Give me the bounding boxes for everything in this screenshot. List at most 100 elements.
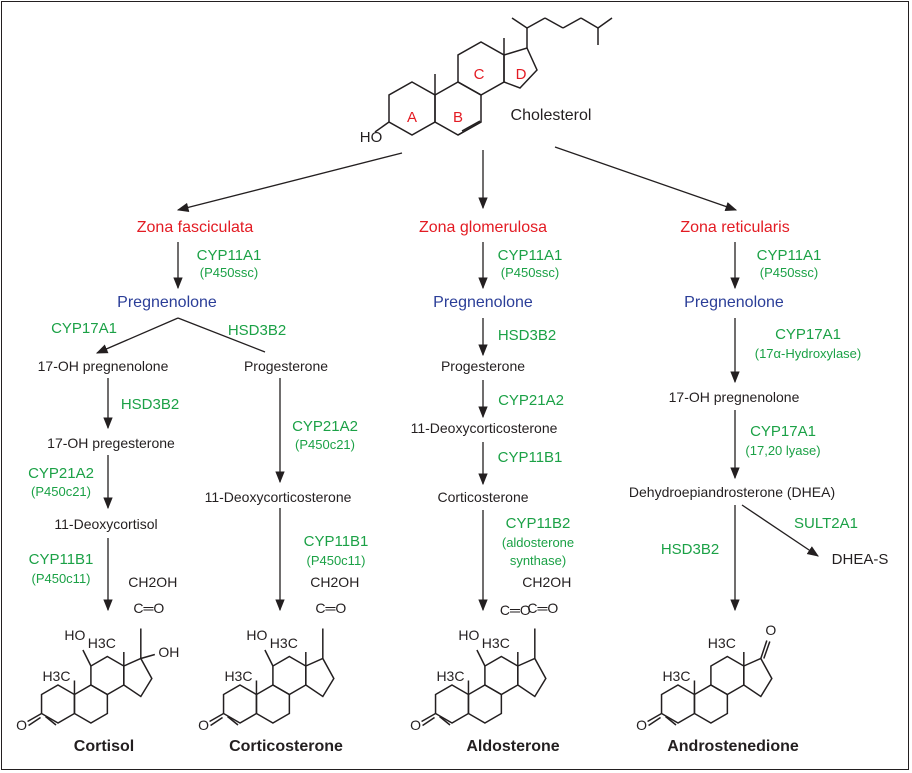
androstenedione-17-keto-bond-2: [763, 641, 771, 659]
glomerulosa-p450ssc: (P450ssc): [500, 265, 560, 280]
glomerulosa-cyp11a1: CYP11A1: [497, 247, 563, 264]
glomerulosa-hsd3b2: HSD3B2: [497, 327, 557, 344]
glomerulosa-progesterone: Progesterone: [440, 358, 526, 374]
cholesterol-ho-label: HO: [359, 129, 383, 146]
corticosterone-ring-b: [255, 684, 291, 724]
androstenedione-double-bond: [665, 715, 677, 726]
fasciculata-p450c21-left: (P450c21): [31, 484, 91, 499]
cortisol-17-oh: OH: [158, 643, 180, 660]
fasciculata-11-deoxycortisol: 11-Deoxycortisol: [54, 516, 158, 532]
fasciculata-p450c11-left: (P450c11): [31, 571, 91, 586]
aldosterone-ring-c: [484, 655, 519, 696]
reticularis-dhea: Dehydroepiandrosterone (DHEA): [628, 484, 836, 500]
androstenedione-ketone-bond-2: [648, 716, 661, 727]
cholesterol-structure: [374, 17, 613, 136]
fasciculata-cyp17a1: CYP17A1: [51, 320, 117, 337]
aldosterone-label: Aldosterone: [466, 738, 560, 755]
ring-c-label: C: [473, 66, 485, 83]
glomerulosa-pregnenolone: Pregnenolone: [433, 294, 533, 311]
corticosterone-carbonyl: C═O: [315, 599, 347, 616]
glomerulosa-cyp11b1: CYP11B1: [497, 449, 563, 466]
corticosterone-double-bond: [227, 715, 239, 726]
fasciculata-cyp21a2-right: CYP21A2: [292, 418, 358, 435]
corticosterone-11-ho: HO: [246, 627, 268, 643]
fasciculata-17oh-pregnenolone: 17-OH pregnenolone: [37, 358, 169, 374]
corticosterone-label: Corticosterone: [229, 738, 343, 755]
cortisol-ketone-bond: [27, 712, 42, 723]
aldosterone-ketone-bond: [421, 712, 436, 723]
reticularis-p450ssc: (P450ssc): [759, 265, 819, 280]
androstenedione-ketone-bond: [647, 712, 662, 723]
cortisol-11-ho: HO: [64, 627, 86, 643]
zona-fasciculata-title: Zona fasciculata: [136, 219, 254, 236]
fasciculata-hsd3b2-right: HSD3B2: [227, 322, 287, 339]
corticosterone-ring-c: [272, 655, 307, 696]
cholesterol-label: Cholesterol: [510, 107, 592, 124]
reticularis-17oh-pregnenolone: 17-OH pregnenolone: [668, 389, 800, 405]
fasciculata-cyp11b1-left: CYP11B1: [28, 551, 94, 568]
corticosterone-o-label: O: [198, 716, 209, 733]
fasciculata-17oh-pregesterone: 17-OH pregesterone: [47, 435, 175, 451]
cortisol-carbonyl: C═O: [133, 599, 165, 616]
fasciculata-pregnenolone: Pregnenolone: [117, 294, 217, 311]
product-structures: [27, 628, 773, 727]
cortisol-double-bond: [45, 715, 57, 726]
reticularis-cyp17a1-hydroxylase: CYP17A1: [775, 326, 841, 343]
androstenedione-17-keto-bond: [760, 640, 768, 659]
androstenedione-h3c-19: H3C: [662, 667, 691, 684]
cortisol-h3c-19: H3C: [42, 667, 71, 684]
cortisol-17-oh-bond: [140, 653, 156, 660]
androstenedione-o-label: O: [636, 716, 647, 733]
androstenedione-label: Androstenedione: [667, 738, 799, 755]
dhea-s-label: DHEA-S: [831, 551, 889, 568]
cortisol-label: Cortisol: [73, 738, 135, 755]
androstenedione-ring-b: [693, 684, 729, 724]
cortisol-ch2oh: CH2OH: [128, 573, 178, 590]
androstenedione-ring-d: [743, 657, 773, 698]
glomerulosa-aldosterone-synthase-1: (aldosterone: [501, 535, 575, 550]
ring-b-label: B: [452, 109, 464, 126]
glomerulosa-11-deoxycorticosterone: 11-Deoxycorticosterone: [410, 420, 558, 436]
corticosterone-h3c-19: H3C: [224, 667, 253, 684]
ring-a-label: A: [406, 109, 418, 126]
glomerulosa-cyp21a2: CYP21A2: [498, 392, 564, 409]
glomerulosa-cyp11b2: CYP11B2: [505, 515, 571, 532]
aldosterone-ch2oh: CH2OH: [522, 573, 572, 590]
fasciculata-11-deoxycorticosterone: 11-Deoxycorticosterone: [204, 489, 352, 505]
aldosterone-ring-d: [517, 657, 547, 698]
cortisol-ketone-bond-2: [28, 716, 41, 727]
cortisol-o-label: O: [16, 716, 27, 733]
corticosterone-ch2oh: CH2OH: [310, 573, 360, 590]
aldosterone-11-oh-bond: [476, 649, 486, 667]
fasciculata-hsd3b2-left: HSD3B2: [120, 396, 180, 413]
cortisol-h3c-18: H3C: [87, 635, 116, 651]
fasciculata-arrows: [95, 242, 285, 612]
reticularis-17a-hydroxylase: (17α-Hydroxylase): [754, 346, 862, 361]
aldosterone-o-label: O: [410, 716, 421, 733]
aldosterone-11-ho: HO: [458, 627, 480, 643]
aldosterone-h3c-19: H3C: [436, 667, 465, 684]
reticularis-sult2a1: SULT2A1: [794, 515, 858, 532]
fasciculata-p450ssc: (P450ssc): [199, 265, 259, 280]
aldosterone-ring-b: [467, 684, 503, 724]
cortisol-ring-d: [123, 657, 153, 698]
aldosterone-h3c-18: H3C: [481, 635, 510, 651]
corticosterone-ring-d: [305, 657, 335, 698]
fasciculata-progesterone: Progesterone: [243, 358, 329, 374]
aldosterone-ketone-bond-2: [422, 716, 435, 727]
aldosterone-carbonyl: C═O: [527, 599, 559, 616]
fasciculata-p450c21-right: (P450c21): [295, 437, 355, 452]
reticularis-cyp17a1-lyase: CYP17A1: [750, 423, 816, 440]
zona-reticularis-title: Zona reticularis: [680, 219, 790, 236]
fasciculata-cyp11a1: CYP11A1: [196, 247, 262, 264]
fasciculata-cyp11b1-right: CYP11B1: [303, 533, 369, 550]
zona-glomerulosa-title: Zona glomerulosa: [418, 219, 548, 236]
cortisol-11-oh-bond: [82, 649, 92, 667]
reticularis-hsd3b2: HSD3B2: [660, 541, 720, 558]
glomerulosa-corticosterone: Corticosterone: [437, 489, 529, 505]
corticosterone-11-oh-bond: [264, 649, 274, 667]
cholesterol-arrows: [176, 146, 738, 212]
reticularis-cyp11a1: CYP11A1: [756, 247, 822, 264]
